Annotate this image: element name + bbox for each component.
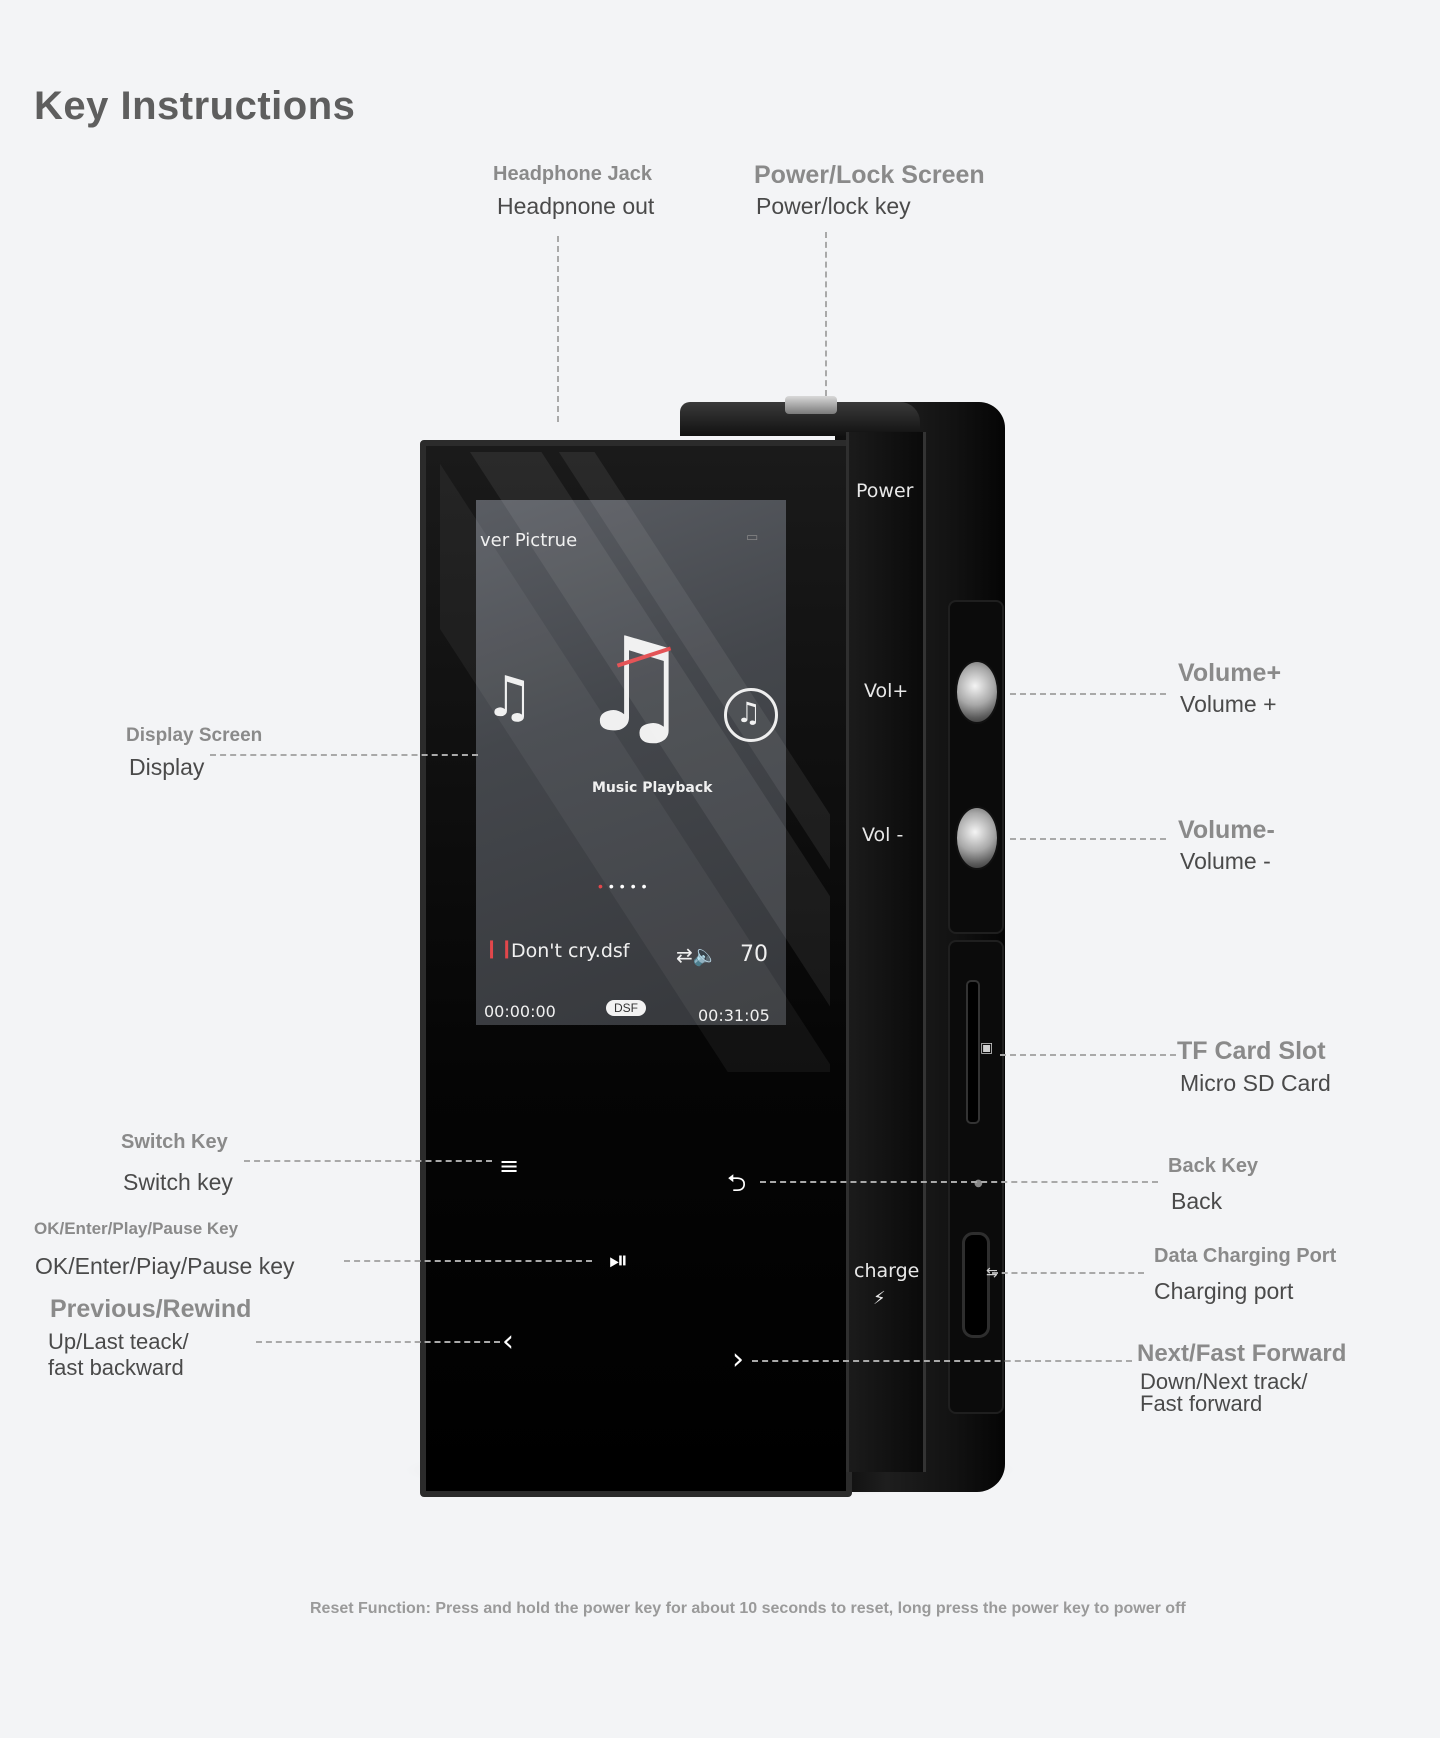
previous-leader <box>256 1341 500 1343</box>
usb-icon: ⇆ <box>986 1265 998 1281</box>
back-key-icon[interactable]: ⮌ <box>727 1169 747 1197</box>
next-label: Next/Fast Forward <box>1137 1340 1347 1367</box>
total-time: 00:31:05 <box>698 1006 770 1025</box>
switch-key-icon[interactable]: ≡ <box>499 1152 520 1180</box>
volume-rail <box>948 600 1004 934</box>
pause-icon: ❙❙ <box>484 938 515 958</box>
volume-up-label: Volume+ <box>1178 659 1282 687</box>
headphone-desc: Headpnone out <box>497 193 655 219</box>
switch-leader <box>244 1160 492 1162</box>
volume-down-desc: Volume - <box>1180 848 1271 874</box>
charging-desc: Charging port <box>1154 1278 1294 1304</box>
switch-label: Switch Key <box>121 1131 228 1153</box>
display-label: Display Screen <box>126 725 263 746</box>
charging-leader <box>992 1272 1144 1274</box>
back-desc: Back <box>1171 1188 1223 1214</box>
display-screen: ver Pictrue ▭ ♫ ♫ ♫ Music Playback •••••… <box>476 500 786 1025</box>
ok-leader <box>344 1260 592 1262</box>
vol-up-strip-label: Vol+ <box>864 680 909 702</box>
disc-music-icon: ♫ <box>736 696 762 729</box>
battery-icon: ▭ <box>746 530 759 545</box>
device-side-strip <box>846 432 926 1472</box>
ok-desc: OK/Enter/Piay/Pause key <box>35 1253 295 1279</box>
play-pause-key-icon[interactable]: ⏯ <box>609 1246 629 1274</box>
next-key-icon[interactable]: › <box>732 1342 744 1377</box>
elapsed-time: 00:00:00 <box>484 1002 556 1021</box>
music-note-icon: ♫ <box>576 609 693 761</box>
tf-card-slot[interactable] <box>966 980 980 1124</box>
volume-level: 70 <box>740 942 768 967</box>
tf-card-leader <box>1000 1054 1176 1056</box>
power-label: Power/Lock Screen <box>754 161 985 189</box>
charge-strip-label: charge <box>854 1260 920 1282</box>
volume-down-button[interactable] <box>955 806 999 870</box>
next-desc-line2: Fast forward <box>1140 1391 1263 1416</box>
shuffle-volume-icon: ⇄🔈 <box>676 943 718 967</box>
track-name: Don't cry.dsf <box>511 940 630 962</box>
screen-center-label: Music Playback <box>592 780 713 796</box>
display-desc: Display <box>129 754 205 780</box>
sd-card-icon: ▣ <box>980 1040 994 1056</box>
ok-label: OK/Enter/Play/Pause Key <box>34 1219 239 1238</box>
charging-label: Data Charging Port <box>1154 1245 1337 1267</box>
format-badge: DSF <box>606 1000 646 1016</box>
power-leader <box>825 232 827 396</box>
power-strip-label: Power <box>856 480 914 502</box>
next-desc-line1: Down/Next track/ <box>1140 1369 1308 1394</box>
back-leader <box>760 1181 1158 1183</box>
switch-desc: Switch key <box>123 1169 233 1195</box>
back-label: Back Key <box>1168 1155 1259 1177</box>
page-dots: ••••• <box>598 878 653 894</box>
tf-card-label: TF Card Slot <box>1177 1037 1326 1065</box>
volume-up-desc: Volume + <box>1180 691 1277 717</box>
next-leader <box>752 1360 1132 1362</box>
reset-instructions: Reset Function: Press and hold the power… <box>310 1600 1186 1617</box>
headphone-label: Headphone Jack <box>493 163 652 185</box>
volume-down-label: Volume- <box>1178 816 1275 844</box>
previous-key-icon[interactable]: ‹ <box>502 1324 514 1359</box>
screen-header: ver Pictrue <box>480 530 578 551</box>
headphone-jack[interactable] <box>785 396 837 414</box>
previous-desc-line1: Up/Last teack/ <box>48 1329 189 1354</box>
back-hole-icon: ● <box>974 1178 983 1189</box>
headphone-leader <box>557 236 559 422</box>
tf-card-desc: Micro SD Card <box>1180 1070 1331 1096</box>
power-desc: Power/lock key <box>756 193 911 219</box>
volume-up-button[interactable] <box>955 660 999 724</box>
page-title: Key Instructions <box>34 84 356 128</box>
vol-down-strip-label: Vol - <box>862 824 904 846</box>
previous-label: Previous/Rewind <box>50 1295 252 1323</box>
playlist-icon: ♫ <box>484 665 535 730</box>
previous-desc-line2: fast backward <box>48 1355 184 1380</box>
volume-up-leader <box>1010 693 1166 695</box>
charging-port[interactable] <box>962 1232 990 1338</box>
display-leader <box>210 754 478 756</box>
lightning-icon: ⚡ <box>873 1288 886 1309</box>
disc-icon-ring <box>724 688 778 742</box>
volume-down-leader <box>1010 838 1166 840</box>
